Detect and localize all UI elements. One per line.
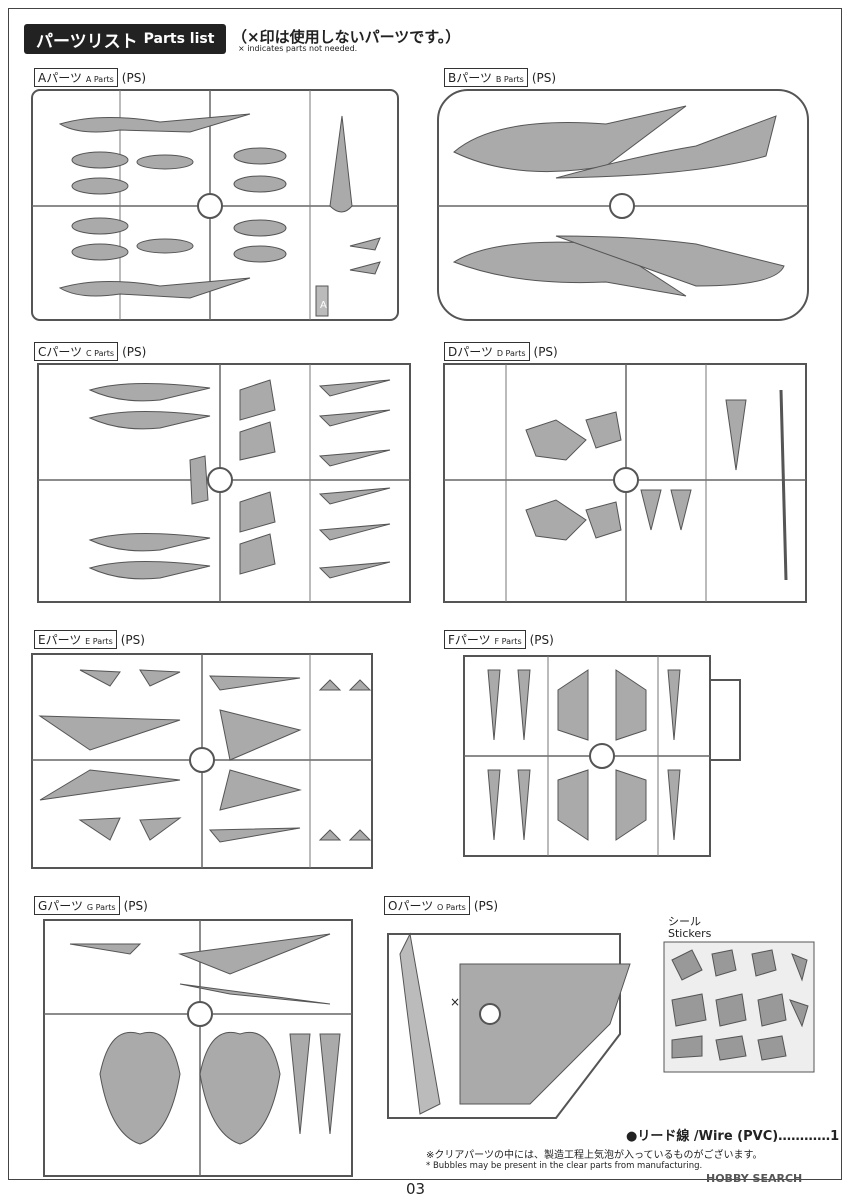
runner-o-diagram: × bbox=[387, 932, 631, 1119]
bubble-note-en: * Bubbles may be present in the clear pa… bbox=[426, 1161, 703, 1171]
runner-d-diagram bbox=[443, 363, 807, 603]
parts-label-a: Aパーツ A Parts(PS) bbox=[34, 68, 146, 87]
parts-label-c-box: Cパーツ C Parts bbox=[34, 342, 119, 361]
runner-c-diagram bbox=[37, 363, 411, 603]
parts-label-f: Fパーツ F Parts(PS) bbox=[444, 630, 554, 649]
parts-label-e-box: Eパーツ E Parts bbox=[34, 630, 117, 649]
header-title-en: Parts list bbox=[143, 31, 215, 47]
stickers-title-en: Stickers bbox=[668, 927, 712, 940]
parts-label-g-box: Gパーツ G Parts bbox=[34, 896, 120, 915]
parts-list-header: パーツリスト Parts list bbox=[24, 24, 227, 54]
parts-label-o: Oパーツ O Parts(PS) bbox=[384, 896, 498, 915]
svg-text:A: A bbox=[320, 300, 327, 311]
parts-label-g: Gパーツ G Parts(PS) bbox=[34, 896, 148, 915]
bubble-note-jp: ※クリアパーツの中には、製造工程上気泡が入っているものがございます。 bbox=[426, 1150, 763, 1161]
unused-parts-note-en: × indicates parts not needed. bbox=[238, 44, 358, 53]
runner-b-diagram bbox=[437, 89, 809, 321]
parts-label-d: Dパーツ D Parts(PS) bbox=[444, 342, 558, 361]
not-needed-mark: × bbox=[450, 995, 460, 1009]
unused-parts-note: （×印は使用しないパーツです。） bbox=[232, 28, 461, 46]
parts-label-c: Cパーツ C Parts(PS) bbox=[34, 342, 146, 361]
runner-e-diagram bbox=[31, 653, 373, 869]
parts-label-b-box: Bパーツ B Parts bbox=[444, 68, 528, 87]
sticker-sheet bbox=[663, 941, 815, 1073]
runner-f-diagram bbox=[463, 655, 741, 857]
parts-label-o-box: Oパーツ O Parts bbox=[384, 896, 470, 915]
parts-label-f-box: Fパーツ F Parts bbox=[444, 630, 526, 649]
runner-a-diagram: A bbox=[31, 89, 399, 321]
parts-label-b: Bパーツ B Parts(PS) bbox=[444, 68, 556, 87]
page-frame bbox=[8, 8, 842, 1180]
parts-label-d-box: Dパーツ D Parts bbox=[444, 342, 530, 361]
parts-label-a-box: Aパーツ A Parts bbox=[34, 68, 118, 87]
wire-item: ●リード線 /Wire (PVC)…………1 bbox=[626, 1129, 840, 1144]
runner-g-diagram bbox=[43, 919, 353, 1177]
page-number: 03 bbox=[406, 1180, 426, 1198]
hobby-search-logo: HOBBY SEARCH bbox=[706, 1172, 803, 1185]
parts-label-e: Eパーツ E Parts(PS) bbox=[34, 630, 145, 649]
stickers-title-jp: シール bbox=[668, 915, 701, 928]
stickers-title: シール Stickers bbox=[668, 916, 711, 940]
header-title-jp: パーツリスト bbox=[36, 31, 138, 52]
